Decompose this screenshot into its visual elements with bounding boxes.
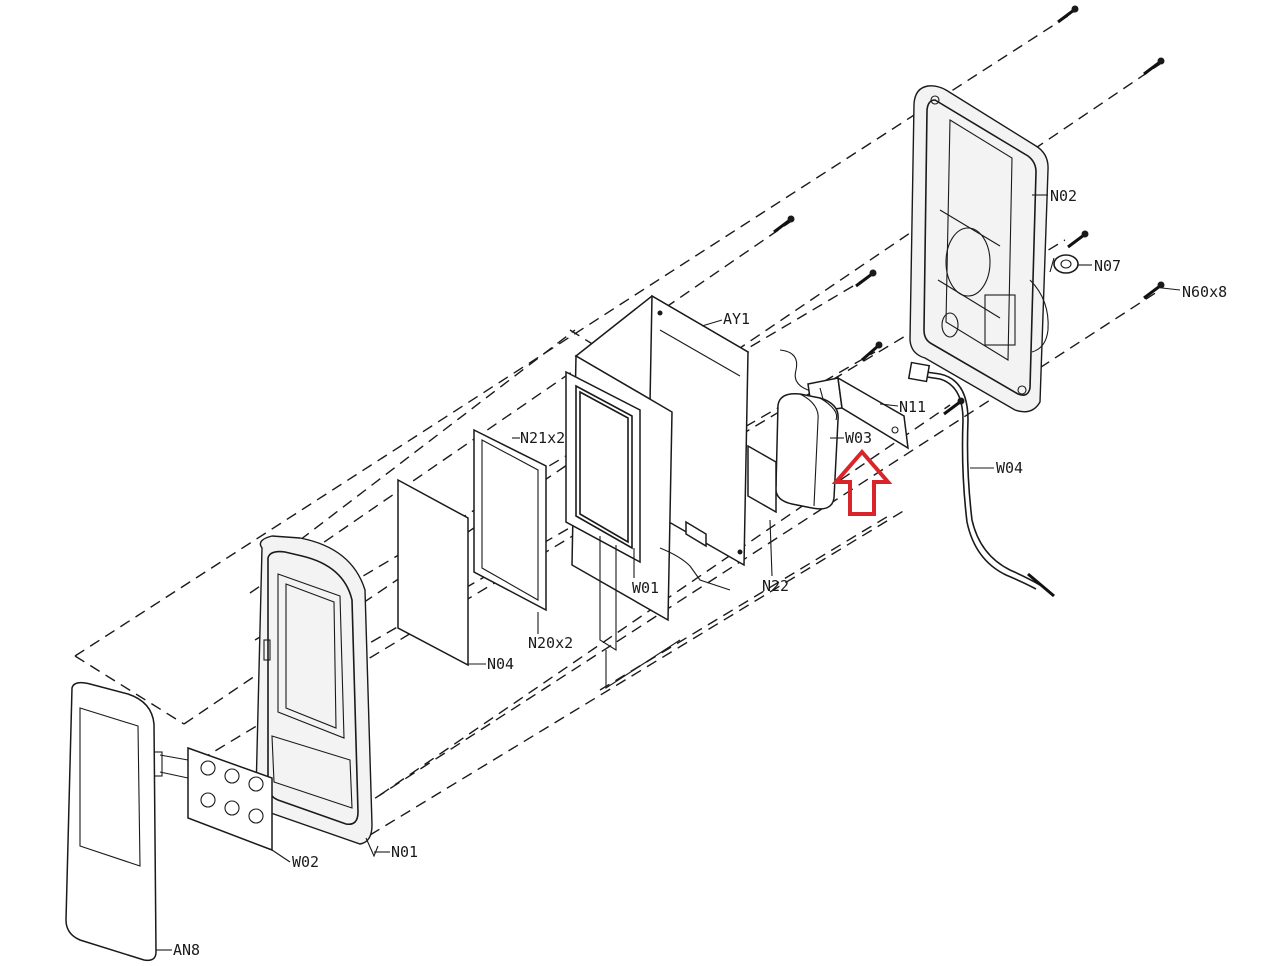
lcd-frame-W01 [565,370,681,690]
sheet-N04 [397,478,469,667]
label-N11: N11 [899,398,926,416]
label-N02: N02 [1050,187,1077,205]
label-W02: W02 [292,853,319,871]
screw-icon [861,341,883,362]
board-N22 [747,444,777,514]
screw-icon [1067,230,1089,249]
screw-icon [1143,57,1165,76]
screw-icon [1143,281,1165,300]
rear-housing-N02 [909,85,1049,413]
screw-icon [1057,5,1079,24]
connector-N07 [1049,254,1079,274]
label-N20x2: N20x2 [528,634,573,652]
up-arrow-icon [831,448,893,516]
screw-icon [773,215,795,234]
front-cover-AN8 [65,681,157,962]
part-labels: N02 N07 N60x8 AY1 N11 W03 W04 N21x2 W01 … [173,187,1227,959]
label-N21x2: N21x2 [520,429,565,447]
keypad-W02 [153,746,273,852]
label-AN8: AN8 [173,941,200,959]
label-N01: N01 [391,843,418,861]
screws [773,5,1165,416]
cable-W04 [907,361,1055,598]
screw-icon [855,269,877,288]
frame-N21x2 [473,428,547,612]
label-N04: N04 [487,655,514,673]
label-AY1: AY1 [723,310,750,328]
label-N07: N07 [1094,257,1121,275]
leader-lines [156,194,1181,951]
label-N60x8: N60x8 [1182,283,1227,301]
front-housing-N01 [255,535,379,858]
label-W01: W01 [632,579,659,597]
battery-pack-W03 [775,392,839,510]
label-N22: N22 [762,577,789,595]
label-W03: W03 [845,429,872,447]
label-W04: W04 [996,459,1023,477]
bracket-N11 [779,349,909,450]
